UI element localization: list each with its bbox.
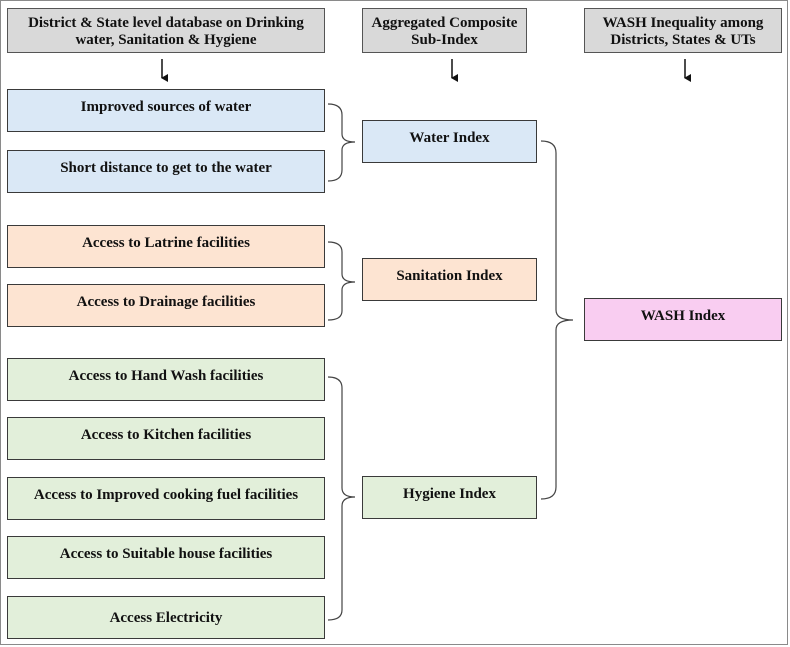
indicator-improved-water-sources: Improved sources of water xyxy=(7,89,325,132)
wash-index-box: WASH Index xyxy=(584,298,782,341)
header-wash-inequality: WASH Inequality among Districts, States … xyxy=(584,8,782,53)
sanitation-brace xyxy=(327,241,356,321)
hygiene-brace xyxy=(327,376,356,621)
indicator-drainage-access: Access to Drainage facilities xyxy=(7,284,325,327)
indicator-electricity-access: Access Electricity xyxy=(7,596,325,639)
wash-brace xyxy=(540,140,574,500)
indicator-suitable-house-access: Access to Suitable house facilities xyxy=(7,536,325,579)
water-brace xyxy=(327,103,356,182)
indicator-kitchen-access: Access to Kitchen facilities xyxy=(7,417,325,460)
indicator-cooking-fuel-access: Access to Improved cooking fuel faciliti… xyxy=(7,477,325,520)
header-district-state-database: District & State level database on Drink… xyxy=(7,8,325,53)
hygiene-index-box: Hygiene Index xyxy=(362,476,537,519)
sanitation-index-box: Sanitation Index xyxy=(362,258,537,301)
indicator-latrine-access: Access to Latrine facilities xyxy=(7,225,325,268)
indicator-hand-wash-access: Access to Hand Wash facilities xyxy=(7,358,325,401)
water-index-box: Water Index xyxy=(362,120,537,163)
indicator-short-distance-water: Short distance to get to the water xyxy=(7,150,325,193)
header-composite-sub-index: Aggregated Composite Sub-Index xyxy=(362,8,527,53)
